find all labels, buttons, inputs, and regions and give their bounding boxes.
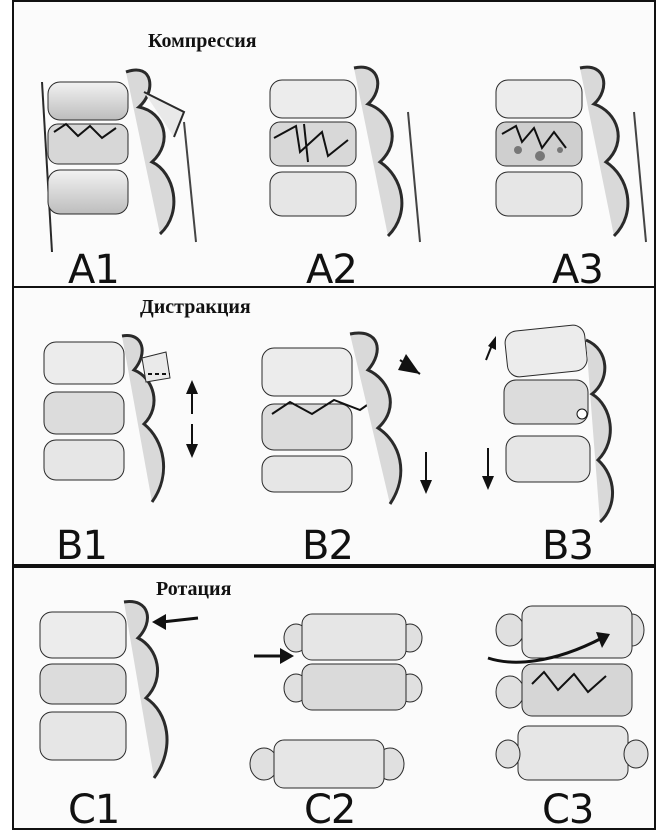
vertebra-illustration-b3 — [482, 310, 656, 530]
panel-distraction: Дистракция — [12, 286, 656, 566]
panel-title-compression: Компрессия — [148, 30, 257, 53]
figure-label-b1: B1 — [56, 526, 107, 566]
figure-a1 — [34, 52, 204, 252]
figure-label-b3: B3 — [542, 526, 593, 566]
vertebra-illustration-b2 — [250, 314, 450, 524]
figure-label-c2: C2 — [304, 790, 355, 830]
figure-b1 — [34, 314, 214, 524]
figure-a3 — [482, 52, 652, 252]
figure-label-a1: A1 — [68, 250, 119, 288]
figure-b2 — [250, 314, 450, 524]
vertebra-illustration-a1 — [34, 52, 204, 252]
vertebra-illustration-c1 — [30, 592, 210, 802]
figure-label-c3: C3 — [542, 790, 593, 830]
figure-label-b2: B2 — [302, 526, 353, 566]
panel-compression: Компрессия — [12, 0, 656, 288]
vertebra-illustration-c2 — [240, 604, 440, 804]
panel-rotation: Ротация — [12, 566, 656, 830]
vertebra-illustration-a3 — [482, 52, 652, 252]
figure-b3 — [482, 310, 656, 530]
figure-a2 — [256, 52, 426, 252]
vertebra-illustration-c3 — [482, 594, 656, 804]
figure-c2 — [240, 604, 440, 804]
figure-label-c1: C1 — [68, 790, 119, 830]
vertebra-illustration-b1 — [34, 314, 214, 524]
figure-c3 — [482, 594, 656, 804]
figure-c1 — [30, 592, 210, 802]
figure-label-a2: A2 — [306, 250, 357, 288]
vertebra-illustration-a2 — [256, 52, 426, 252]
figure-label-a3: A3 — [552, 250, 603, 288]
